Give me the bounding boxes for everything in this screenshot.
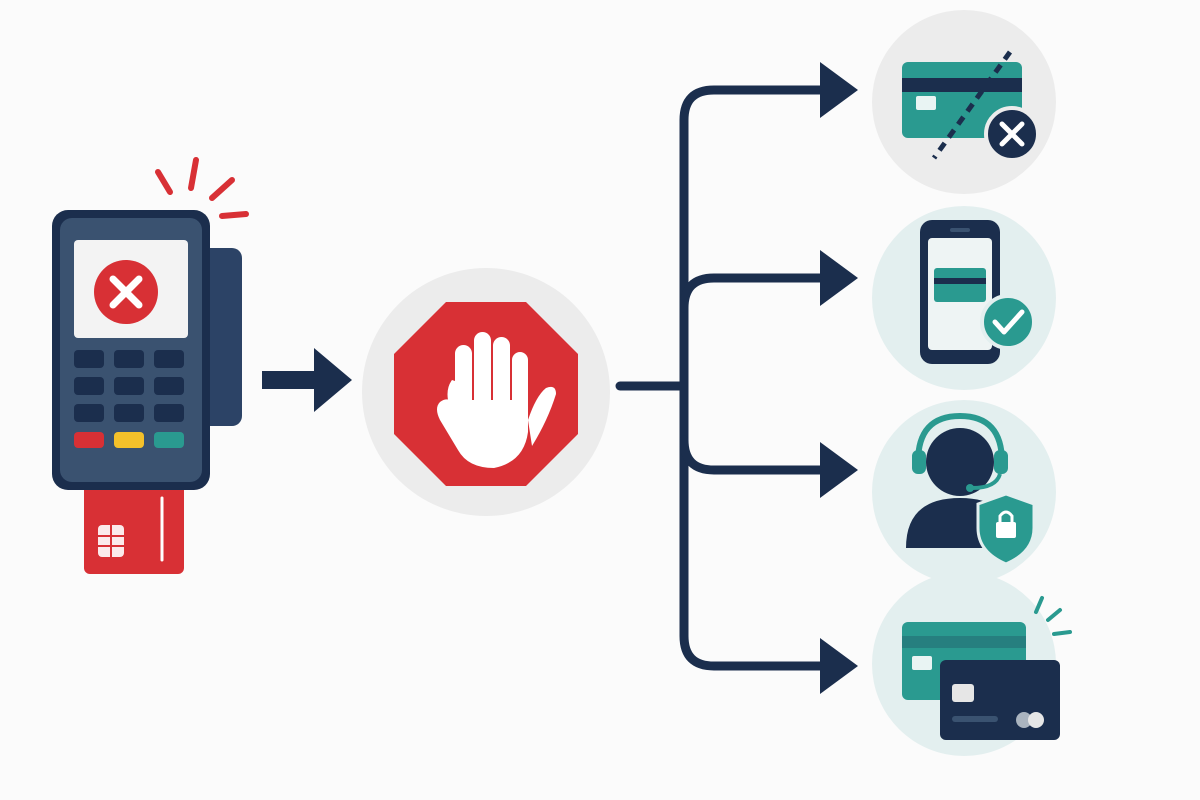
flow-arrow [262, 348, 352, 412]
terminal-side-reader [200, 248, 242, 426]
payment-terminal-icon [52, 157, 249, 574]
stop-hand-icon [362, 268, 610, 516]
branch-arrowheads [820, 62, 858, 694]
alert-rays [155, 157, 249, 219]
secure-support-agent-icon [872, 400, 1056, 584]
raised-hand [437, 332, 556, 468]
replacement-cards-icon [872, 572, 1072, 756]
branch-connector [615, 85, 835, 671]
card-blocked-icon [872, 10, 1056, 194]
terminal-keypad [74, 350, 184, 422]
shield-lock-icon [976, 492, 1036, 566]
mobile-payment-check-icon [872, 206, 1056, 390]
new-card-rays [1034, 596, 1072, 636]
check-icon [980, 294, 1036, 350]
terminal-function-keys [74, 432, 184, 448]
